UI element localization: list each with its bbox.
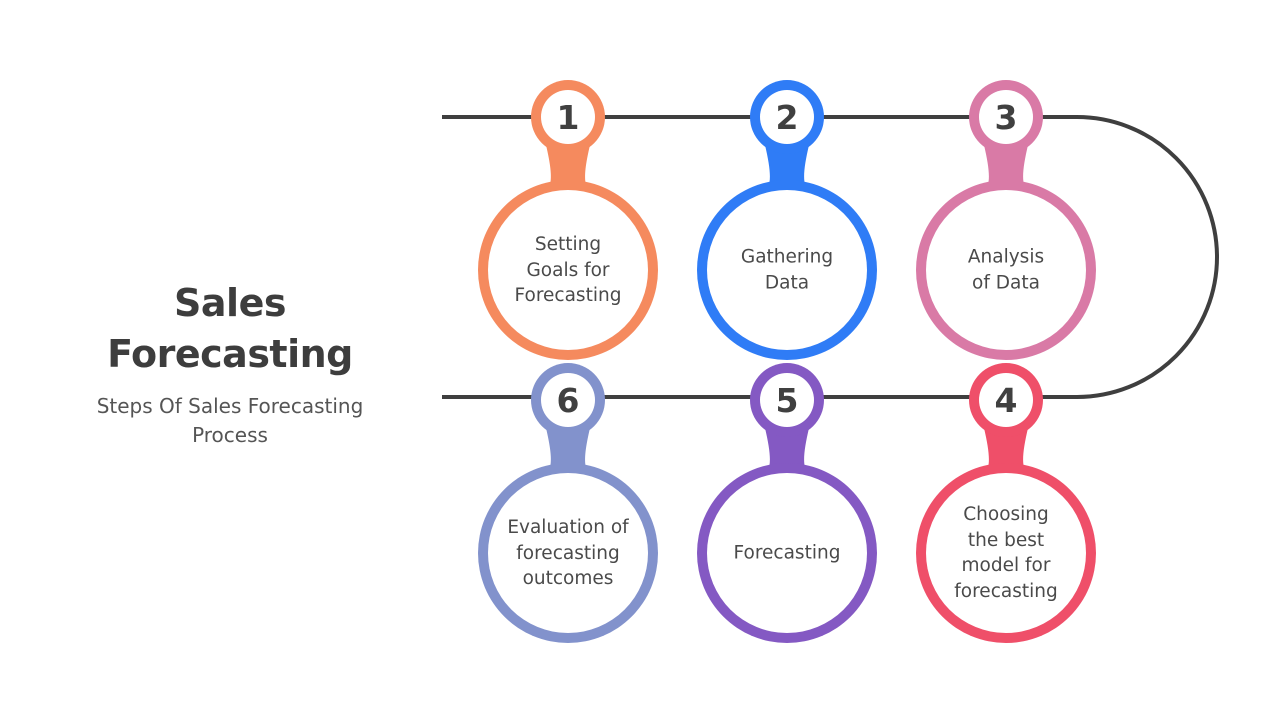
step-label: Gathering Data <box>740 246 834 294</box>
step-3: 3 <box>916 80 1096 360</box>
step-label-circle <box>488 190 648 350</box>
page-title: Sales Forecasting <box>107 281 353 376</box>
step-label-circle <box>707 190 867 350</box>
step-label: Forecasting <box>733 542 841 564</box>
step-number: 4 <box>995 381 1018 420</box>
step-number-badge <box>760 373 814 427</box>
step-number: 1 <box>557 98 580 137</box>
step-label: Setting Goals for Forecasting <box>514 233 622 306</box>
step-number: 3 <box>995 98 1018 137</box>
step-number: 6 <box>557 381 580 420</box>
step-6: 6 <box>478 363 658 643</box>
step-2: 2 <box>697 80 877 360</box>
step-number: 5 <box>776 381 799 420</box>
step-number-badge <box>541 90 595 144</box>
step-label: Evaluation of forecasting outcomes <box>507 516 629 589</box>
process-track <box>442 115 1219 399</box>
step-number: 2 <box>776 98 799 137</box>
step-number-badge <box>979 373 1033 427</box>
step-connector <box>966 428 1046 480</box>
step-connector <box>528 428 608 480</box>
step-label: Choosing the best model for forecasting <box>954 504 1058 602</box>
step-connector <box>747 428 827 480</box>
step-number-badge <box>541 373 595 427</box>
step-connector <box>966 145 1046 197</box>
step-number-badge <box>979 90 1033 144</box>
step-label-circle <box>926 473 1086 633</box>
step-connector <box>528 145 608 197</box>
step-4: 4 <box>916 363 1096 643</box>
step-label-circle <box>488 473 648 633</box>
step-1: 1 <box>478 80 658 360</box>
step-label-circle <box>926 190 1086 350</box>
step-label-circle <box>707 473 867 633</box>
title-block: Sales Forecasting Steps Of Sales Forecas… <box>80 278 380 450</box>
step-label: Analysis of Data <box>967 246 1045 294</box>
step-connector <box>747 145 827 197</box>
steps-layer: 1 2 3 4 5 6 <box>478 80 1096 643</box>
step-number-badge <box>760 90 814 144</box>
step-5: 5 <box>697 363 877 643</box>
page-subtitle: Steps Of Sales Forecasting Process <box>96 394 364 447</box>
